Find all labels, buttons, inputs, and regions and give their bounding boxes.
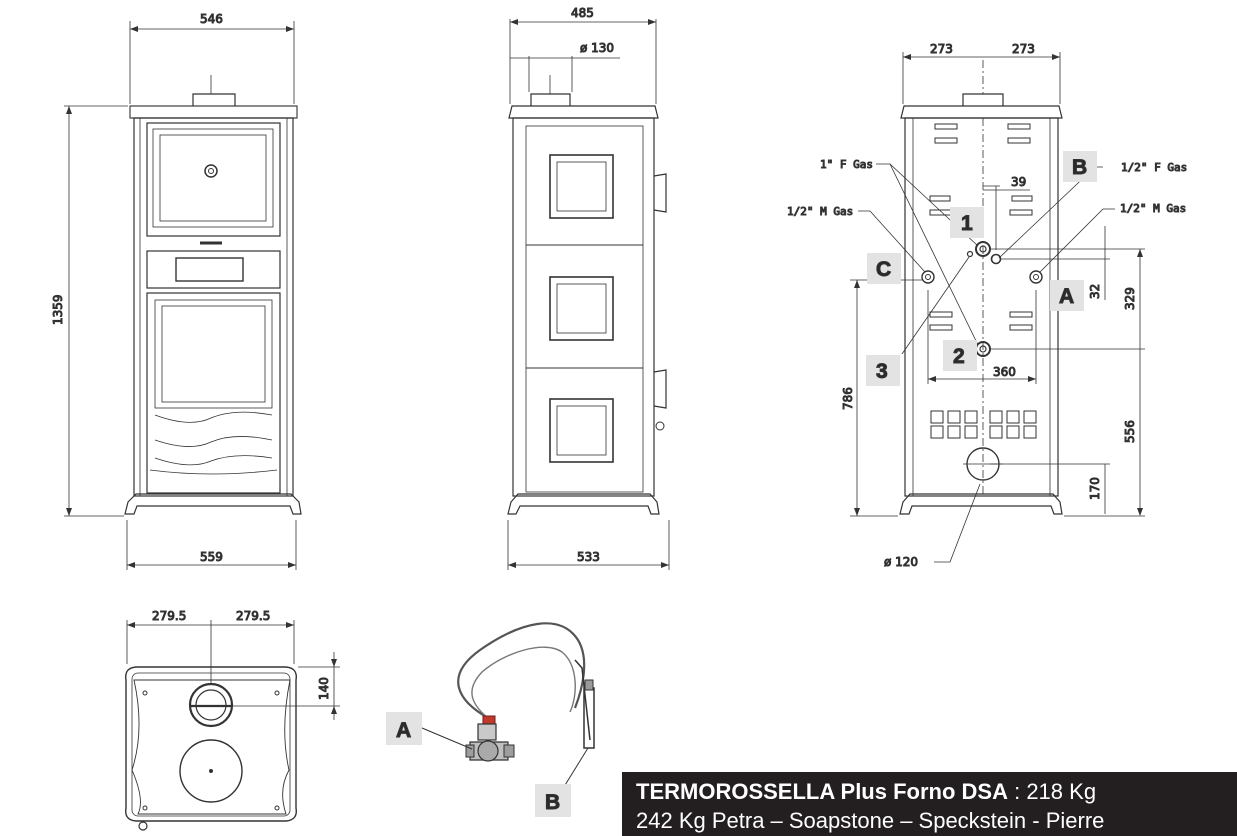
dim-rear-offset: 39: [1011, 175, 1026, 189]
product-weight: : 218 Kg: [1007, 779, 1097, 804]
dim-front-width-base: 559: [200, 550, 223, 564]
dim-side-flue-diameter: ø 130: [580, 41, 614, 55]
rear-vent-slots: [929, 123, 1033, 331]
dim-top-half-right: 279.5: [236, 609, 270, 623]
dim-rear-half-right: 273: [1012, 42, 1035, 56]
side-view: [507, 75, 667, 515]
dim-side-depth-base: 533: [577, 550, 600, 564]
top-dimensions: [126, 620, 340, 720]
label-boxes: [386, 151, 1097, 817]
label-f-gas-half: 1/2" F Gas: [1121, 161, 1187, 174]
dim-rear-flue-diameter: ø 120: [884, 555, 918, 569]
dim-side-depth-top: 485: [571, 6, 594, 20]
dim-top-depth-140: 140: [317, 677, 331, 700]
tag-1: 1: [961, 212, 973, 235]
label-f-gas-1in: 1" F Gas: [820, 158, 873, 171]
tag-valve-A: A: [396, 719, 411, 742]
product-line-1: TERMOROSSELLA Plus Forno DSA : 218 Kg: [636, 777, 1237, 806]
product-name: TERMOROSSELLA Plus Forno DSA: [636, 779, 1008, 804]
dim-rear-height-170: 170: [1088, 477, 1102, 500]
front-dimensions: [64, 21, 297, 570]
dim-rear-height-32: 32: [1088, 284, 1102, 299]
label-m-gas-left: 1/2" M Gas: [787, 205, 853, 218]
dim-front-width-top: 546: [200, 12, 223, 26]
tag-3: 3: [876, 360, 888, 383]
product-variants: 242 Kg Petra – Soapstone – Speckstein - …: [636, 808, 1105, 833]
tag-B: B: [1072, 156, 1087, 179]
label-m-gas-right: 1/2" M Gas: [1120, 202, 1186, 215]
top-view: [125, 666, 297, 831]
dim-rear-height-786: 786: [841, 387, 855, 410]
tag-C: C: [876, 258, 891, 281]
rear-view: [899, 60, 1063, 515]
dim-top-half-left: 279.5: [152, 609, 186, 623]
dim-front-height: 1359: [51, 294, 65, 325]
rear-grid-openings: [930, 410, 1037, 439]
tag-2: 2: [953, 345, 965, 368]
dim-rear-height-329: 329: [1123, 287, 1137, 310]
tag-A: A: [1059, 285, 1074, 308]
dimension-arrows: [66, 19, 1143, 714]
dim-rear-width-360: 360: [993, 365, 1016, 379]
tag-probe-B: B: [545, 791, 560, 814]
dim-rear-height-556: 556: [1123, 420, 1137, 443]
front-view: [124, 75, 302, 515]
rear-dimensions: [850, 52, 1145, 563]
valve-and-probe: [421, 622, 595, 791]
side-dimensions: [507, 19, 670, 570]
dim-rear-half-left: 273: [930, 42, 953, 56]
product-title-bar: TERMOROSSELLA Plus Forno DSA : 218 Kg 24…: [622, 772, 1237, 836]
